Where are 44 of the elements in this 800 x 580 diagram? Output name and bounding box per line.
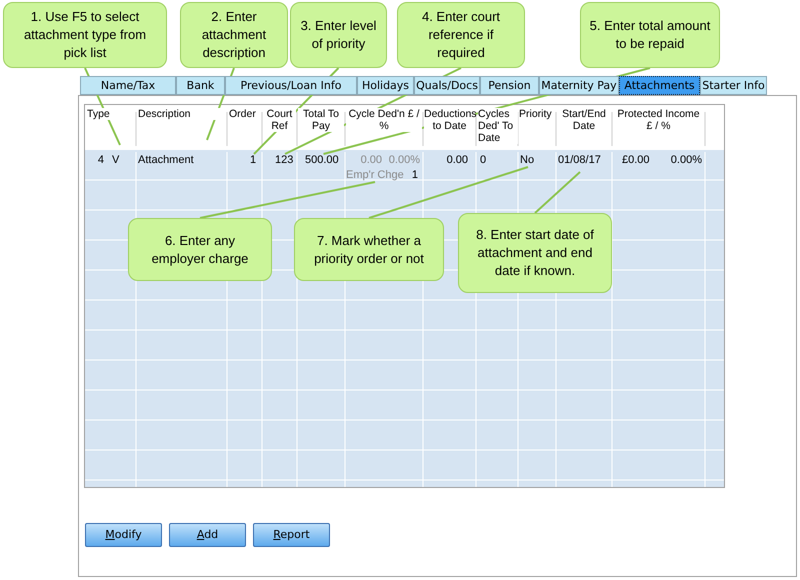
active-tab: Attachments bbox=[619, 76, 700, 95]
callout-bubble: 7. Mark whether a priority order or not bbox=[294, 218, 444, 281]
table-value: 500.00 bbox=[305, 154, 342, 167]
callout-bubble: 8. Enter start date of attachment and end date if known. bbox=[458, 213, 612, 293]
tab: Bank bbox=[176, 76, 225, 95]
column-header: Cycles Ded' To Date bbox=[478, 108, 518, 144]
tab: Quals/Docs bbox=[414, 76, 480, 95]
callout-bubble: 6. Enter any employer charge bbox=[128, 218, 272, 281]
action-button: Report bbox=[253, 523, 330, 547]
callout-bubble: 3. Enter level of priority bbox=[290, 2, 387, 68]
leader-line bbox=[368, 166, 528, 219]
action-button: Modify bbox=[85, 523, 162, 547]
tab: Pension bbox=[480, 76, 539, 95]
tab: Maternity Pay bbox=[539, 76, 619, 95]
table-value: 1 bbox=[250, 154, 258, 167]
callout-bubble: 5. Enter total amount to be repaid bbox=[580, 2, 720, 68]
callout-bubble: 2. Enter attachment description bbox=[180, 2, 288, 68]
column-header: Cycle Ded'n £ / % bbox=[346, 108, 422, 132]
table-value: Attachment bbox=[138, 154, 195, 167]
leader-line bbox=[534, 171, 581, 214]
table-value: 1 bbox=[410, 169, 418, 182]
tab: Previous/Loan Info bbox=[225, 76, 357, 95]
action-button: Add bbox=[169, 523, 246, 547]
leader-line bbox=[200, 181, 376, 219]
table-value: 0.00 bbox=[360, 154, 382, 167]
table-value: V bbox=[112, 154, 120, 167]
table-value: 01/08/17 bbox=[558, 154, 602, 167]
table-value: 0 bbox=[480, 154, 488, 167]
table-value: 123 bbox=[275, 154, 295, 167]
tab: Name/Tax bbox=[80, 76, 176, 95]
column-header: Deductions to Date bbox=[424, 108, 475, 132]
callout-bubble: 4. Enter court reference if required bbox=[397, 2, 525, 68]
column-header: Priority bbox=[519, 108, 555, 120]
table-value: Emp'r Chge bbox=[346, 169, 404, 182]
table-value: 0.00% bbox=[388, 154, 420, 167]
table-value: 0.00% bbox=[670, 154, 702, 167]
table-value: 0.00 bbox=[446, 154, 468, 167]
table-value: £0.00 bbox=[622, 154, 651, 167]
tab: Holidays bbox=[357, 76, 414, 95]
table-value: 4 bbox=[96, 154, 104, 167]
table-value: No bbox=[520, 154, 536, 167]
column-header: Total To Pay bbox=[298, 108, 344, 132]
callout-bubble: 1. Use F5 to select attachment type from pick list bbox=[3, 2, 167, 68]
tab: Starter Info bbox=[700, 76, 767, 95]
